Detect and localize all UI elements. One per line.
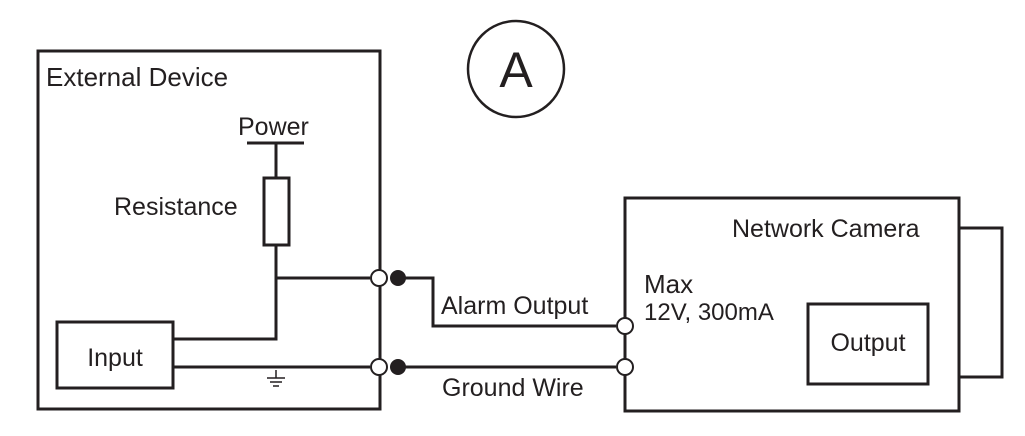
output-label: Output [830,329,905,357]
ground-terminal-open [370,358,388,376]
max-label: Max [644,269,693,299]
alarm-output-wire [398,276,616,328]
camera-alarm-terminal [616,317,634,335]
camera-cable-loop [959,226,1004,379]
input-label: Input [87,344,143,372]
network-camera-title: Network Camera [732,215,920,243]
badge-circle [466,19,566,119]
resistor-to-input-wire [173,245,278,341]
badge-letter: A [499,42,533,98]
input-box [55,320,175,390]
output-box [806,302,930,386]
alarm-output-label: Alarm Output [441,292,588,320]
alarm-terminal-open [370,269,388,287]
resistance-label: Resistance [114,193,238,221]
ground-icon [267,370,285,387]
ground-wire-label: Ground Wire [442,374,584,402]
rating-label: 12V, 300mA [644,299,774,326]
camera-ground-terminal [616,358,634,376]
external-device-title: External Device [46,62,228,92]
resistor-symbol [262,176,291,247]
power-label: Power [238,113,309,141]
alarm-terminal-filled [390,270,406,286]
ground-terminal-filled [390,359,406,375]
